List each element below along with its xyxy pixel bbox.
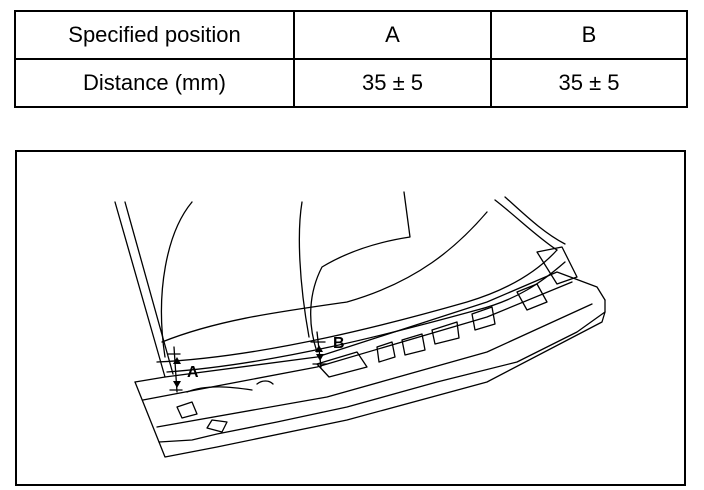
header-specified-position: Specified position <box>14 10 295 60</box>
distance-value-a: 35 ± 5 <box>293 58 492 108</box>
table-row: Distance (mm) 35 ± 5 35 ± 5 <box>14 58 688 108</box>
arrow-b-top <box>315 345 323 352</box>
specification-table: Specified position A B Distance (mm) 35 … <box>14 10 688 108</box>
header-position-a: A <box>293 10 492 60</box>
arrow-b-bottom <box>316 354 324 361</box>
label-position-b: B <box>333 335 345 352</box>
arrow-a-bottom <box>173 381 181 388</box>
row-distance-label: Distance (mm) <box>14 58 295 108</box>
windshield-diagram: A B <box>15 150 686 486</box>
header-position-b: B <box>490 10 688 60</box>
table-header-row: Specified position A B <box>14 10 688 60</box>
arrow-a-top <box>173 357 181 364</box>
windshield-illustration <box>114 191 606 458</box>
distance-value-b: 35 ± 5 <box>490 58 688 108</box>
label-position-a: A <box>187 364 199 381</box>
